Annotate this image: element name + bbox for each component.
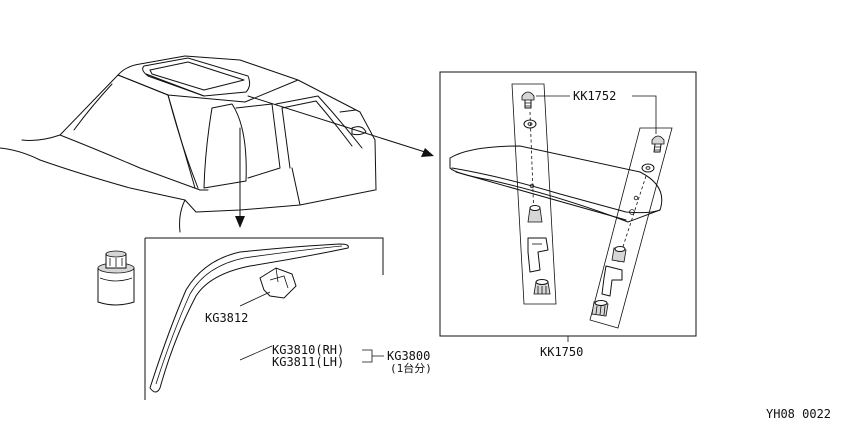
label-kg3811: KG3811(LH)	[272, 355, 344, 369]
arrow-to-deflector	[247, 95, 434, 157]
arrow-to-molding	[235, 127, 245, 228]
right-mounting-strip	[589, 127, 673, 329]
label-kk1752: KK1752	[573, 89, 616, 103]
sunroof-deflector	[449, 145, 663, 223]
label-per-vehicle: (1台分)	[390, 361, 432, 375]
label-kg3800: KG3800	[387, 349, 430, 363]
label-kg3812: KG3812	[205, 311, 248, 325]
sealant-bottle	[97, 250, 135, 306]
molding-detail-box-top	[145, 237, 384, 275]
molding-clip	[259, 267, 297, 299]
roof-drip-molding	[149, 243, 349, 393]
label-kg3810: KG3810(RH)	[272, 343, 344, 357]
sunroof-on-car	[142, 57, 251, 97]
diagram-code: YH08 0022	[766, 407, 831, 421]
label-kk1750: KK1750	[540, 345, 583, 359]
left-mounting-strip	[511, 83, 557, 305]
car-outline	[0, 55, 377, 233]
kk1752-callout: KK1752	[536, 89, 657, 134]
